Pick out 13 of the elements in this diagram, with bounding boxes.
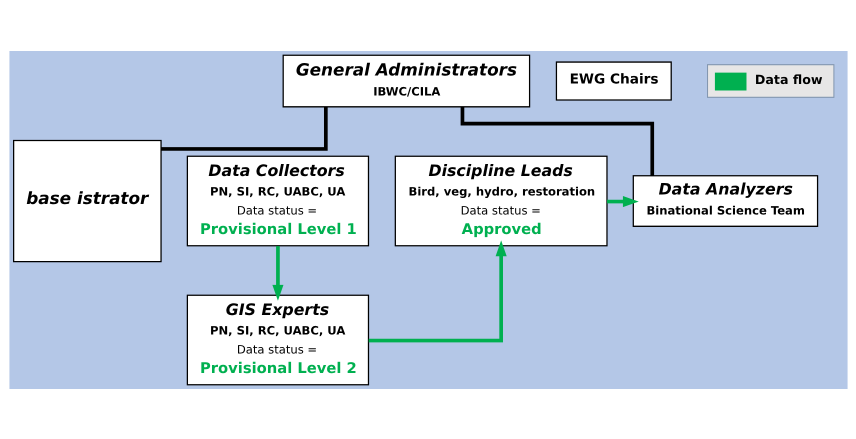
connector <box>160 106 328 150</box>
node-box: Data Collectors PN, SI, RC, UABC, UA Data status = Provisional Level 1 <box>186 155 369 246</box>
node-box: Discipline Leads Bird, veg, hydro, restoration Data status = Approved <box>394 155 608 246</box>
node-box: GIS Experts PN, SI, RC, UABC, UA Data status = Provisional Level 2 <box>186 294 369 385</box>
connector <box>460 106 654 176</box>
arrow <box>368 240 506 342</box>
node-box: Data Analyzers Binational Science Team <box>632 174 818 226</box>
node-box: EWG Chairs <box>555 60 672 100</box>
arrow <box>606 196 638 207</box>
arrow <box>272 246 283 300</box>
node-box: base istrator <box>12 139 162 262</box>
node-box: General Administrators IBWC/CILA <box>282 54 530 107</box>
legend-label: Data flow <box>754 71 822 86</box>
